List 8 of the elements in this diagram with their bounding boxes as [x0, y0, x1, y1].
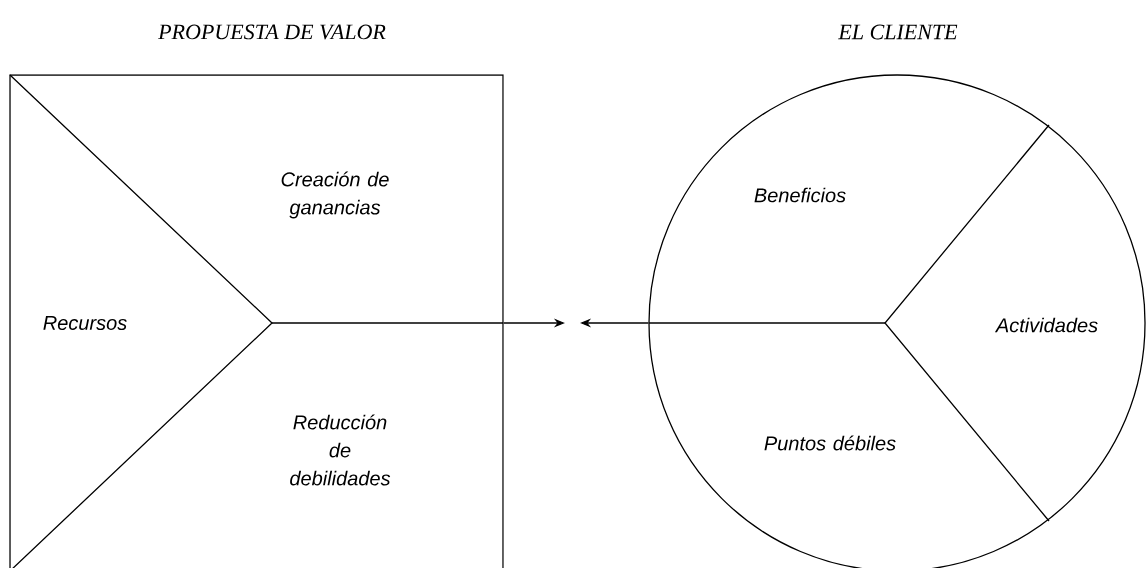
segment-label: Beneficios	[754, 187, 846, 203]
segment-label: Reducción de debilidades	[290, 414, 391, 486]
segment-label: Creación de ganancias	[281, 171, 389, 219]
panel-heading: PROPUESTA DE VALOR	[158, 24, 386, 40]
panel-heading: EL CLIENTE	[838, 24, 958, 40]
segment-label: Recursos	[43, 316, 127, 330]
segment-label: Actividades	[994, 317, 1098, 333]
segment-label: Puntos débiles	[764, 435, 896, 451]
